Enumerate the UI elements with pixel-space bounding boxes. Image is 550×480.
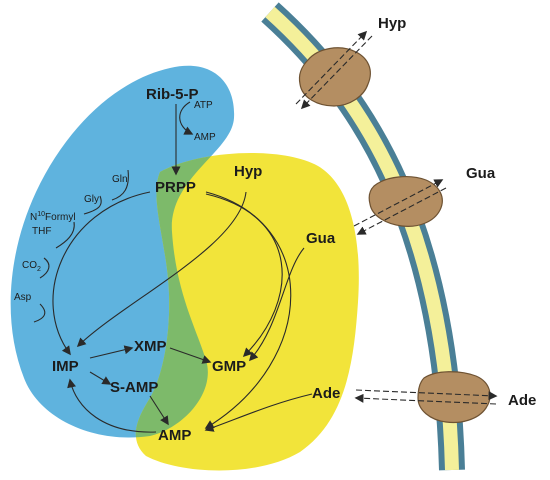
amp-label: AMP (158, 427, 191, 444)
transporter-icon (417, 371, 491, 424)
pathway-labels: Rib-5-P ATP AMP PRPP Gln Gly N10Formyl T… (14, 86, 340, 444)
thf-label: THF (32, 226, 51, 237)
gly-label: Gly (84, 194, 99, 205)
amp-small-label: AMP (194, 132, 216, 143)
transporter-icon (298, 47, 371, 107)
prpp-label: PRPP (155, 179, 196, 196)
gmp-label: GMP (212, 358, 246, 375)
transport-arrows (295, 30, 498, 405)
xmp-label: XMP (134, 338, 167, 355)
gua-internal-label: Gua (306, 230, 336, 247)
gln-label: Gln (112, 174, 128, 185)
ade-external-label: Ade (508, 392, 536, 409)
asp-label: Asp (14, 292, 32, 303)
transporter-icon (368, 176, 443, 227)
ade-internal-label: Ade (312, 385, 340, 402)
imp-label: IMP (52, 358, 79, 375)
gua-external-label: Gua (466, 165, 496, 182)
hyp-external-label: Hyp (378, 15, 406, 32)
rib5p-label: Rib-5-P (146, 86, 199, 103)
samp-label: S-AMP (110, 379, 158, 396)
hyp-internal-label: Hyp (234, 163, 262, 180)
pathway-arrows (33, 101, 313, 433)
n10formyl-label: N10Formyl (30, 211, 76, 223)
co2-label: CO2 (22, 260, 41, 273)
external-labels: Hyp Gua Ade (378, 15, 536, 409)
atp-label: ATP (194, 100, 213, 111)
